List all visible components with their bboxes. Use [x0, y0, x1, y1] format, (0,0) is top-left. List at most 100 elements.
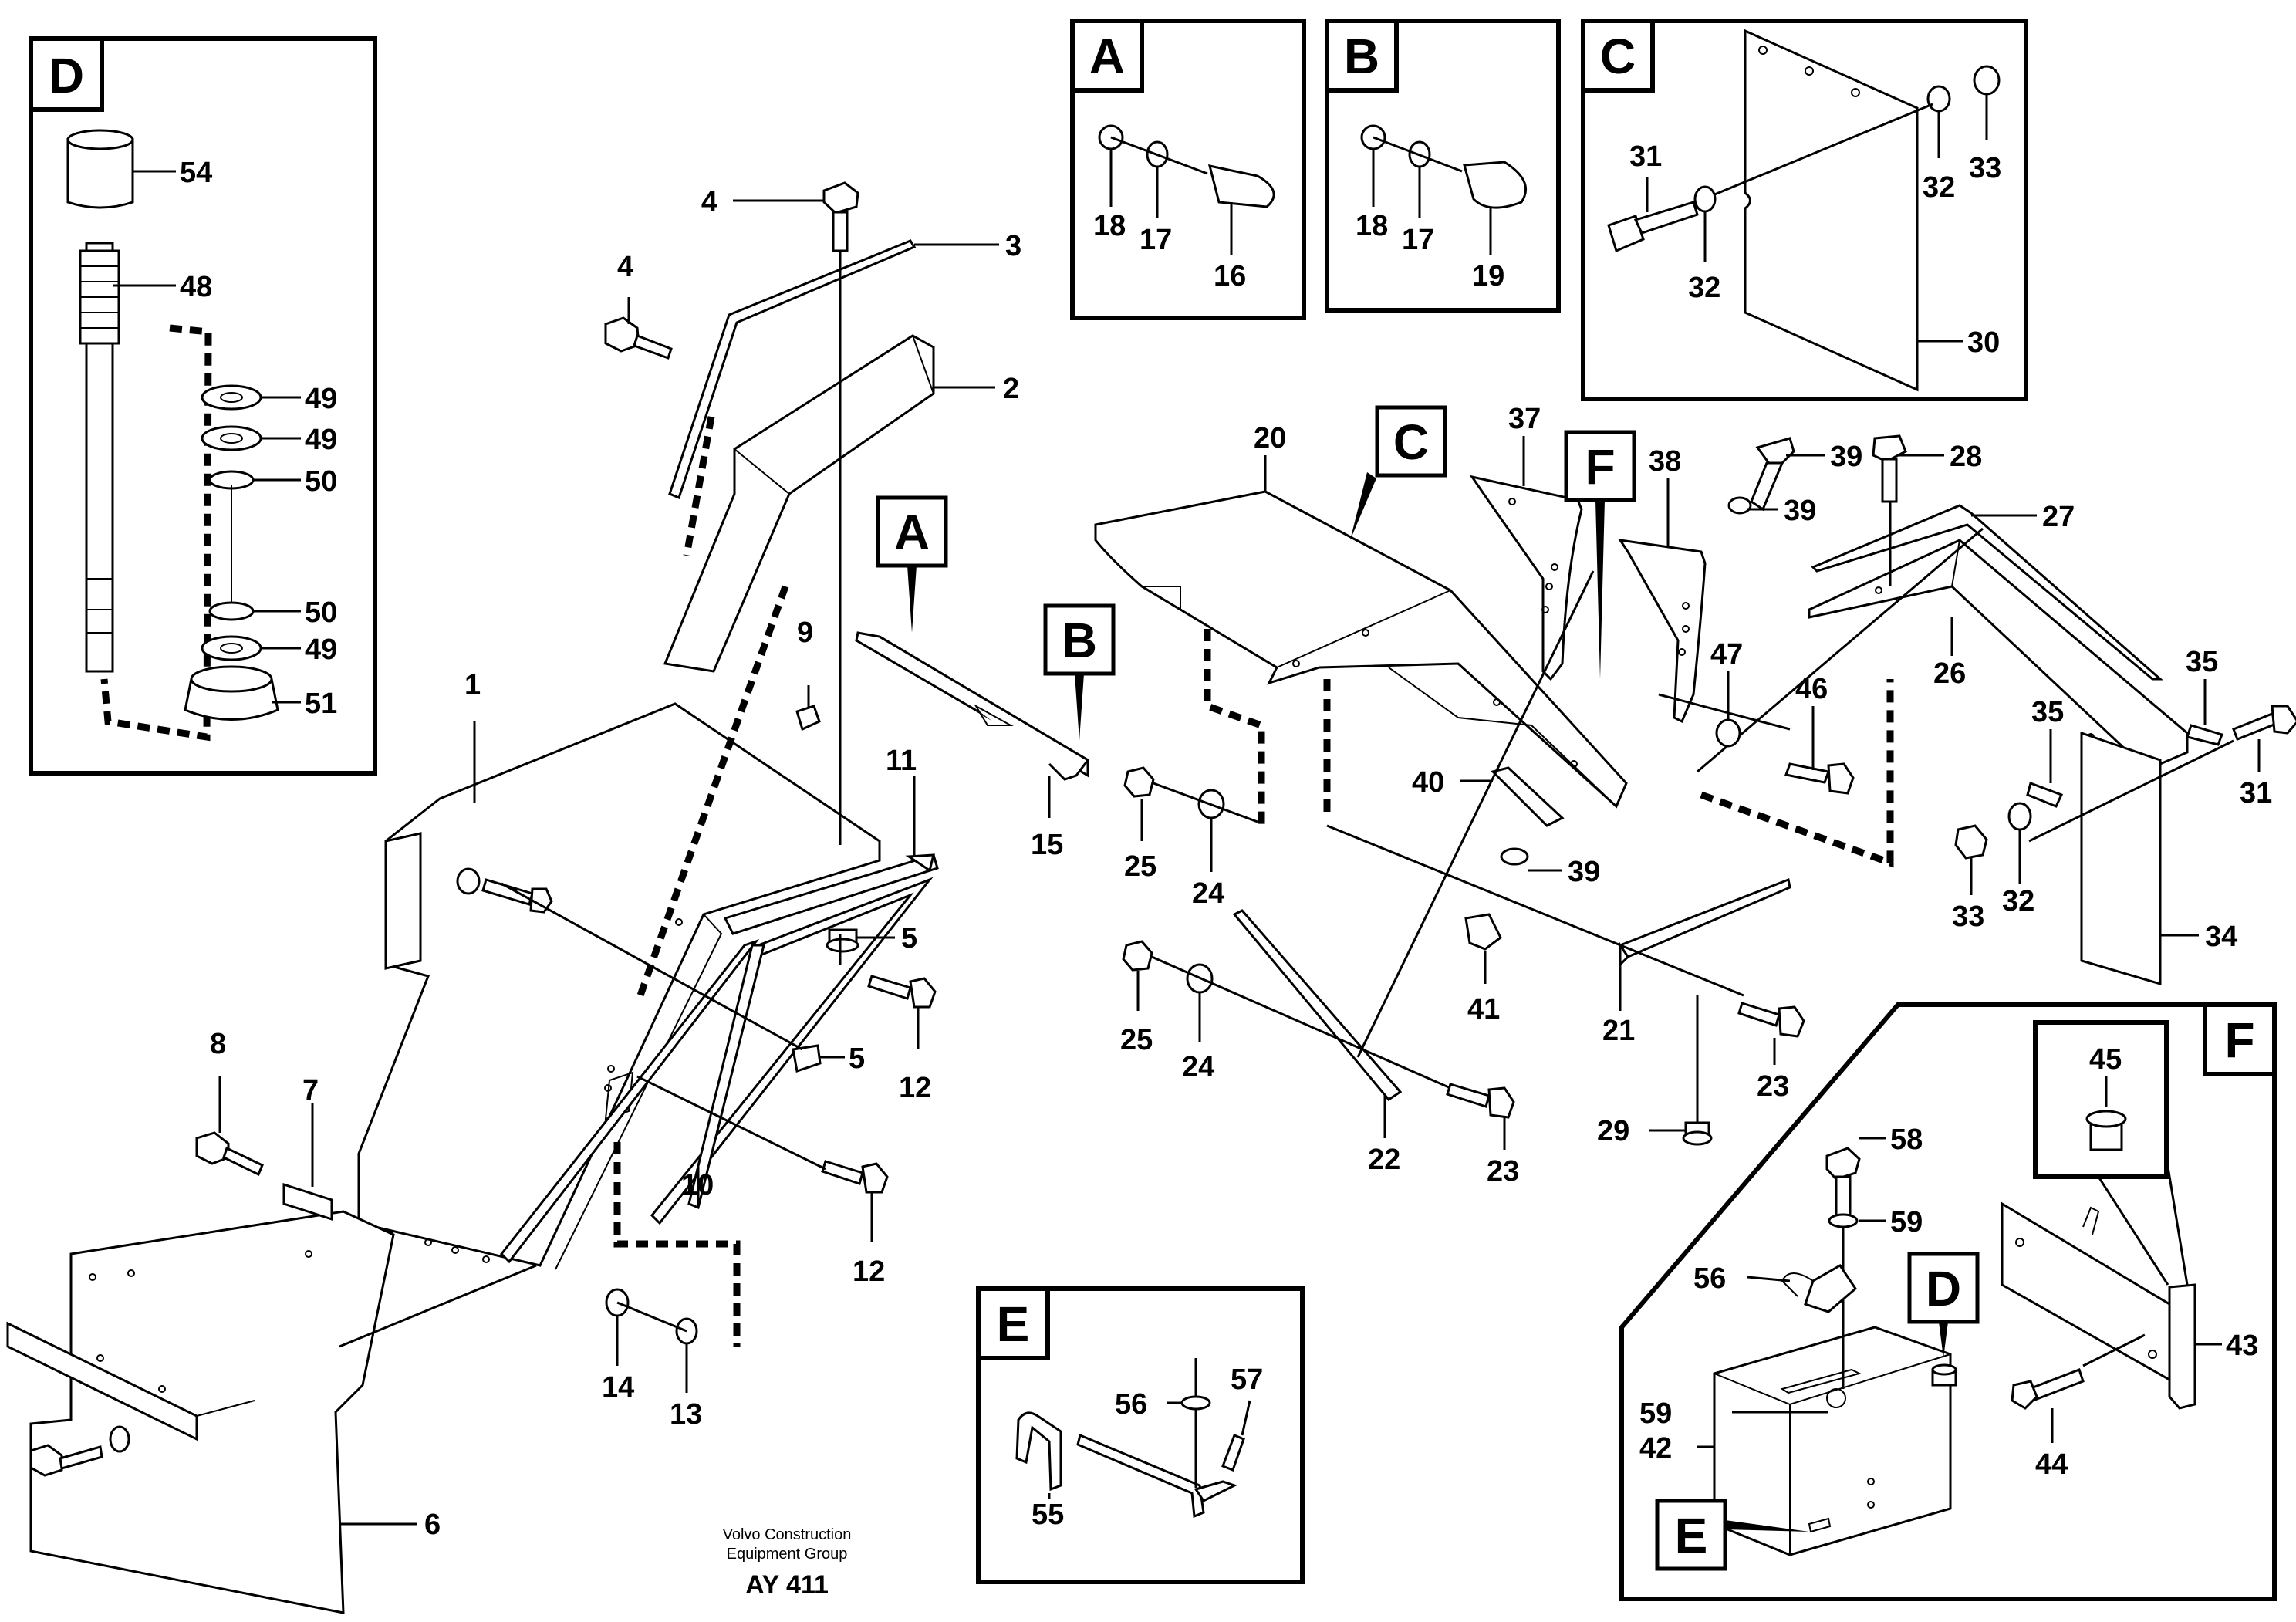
label-31b: 31	[2240, 777, 2272, 809]
footer-line-1: Volvo Construction	[723, 1526, 852, 1543]
label-5a: 5	[901, 922, 917, 955]
label-35b: 35	[2031, 696, 2064, 728]
label-14: 14	[602, 1371, 634, 1404]
label-24b: 24	[1182, 1051, 1214, 1083]
label-9: 9	[797, 617, 813, 649]
box-letter-c: C	[1600, 29, 1636, 84]
box-letter-f: F	[2224, 1012, 2254, 1068]
label-49a: 49	[305, 383, 337, 415]
label-28: 28	[1950, 441, 1982, 473]
label-48: 48	[180, 271, 212, 303]
label-25b: 25	[1120, 1024, 1153, 1056]
label-6: 6	[424, 1509, 441, 1541]
label-52: 54	[180, 157, 212, 189]
label-39b: 39	[1568, 856, 1600, 888]
label-15: 15	[1031, 829, 1063, 861]
label-11: 11	[886, 745, 917, 777]
label-47: 45	[2089, 1043, 2122, 1076]
label-32b: 32	[1923, 171, 1955, 204]
label-5b: 5	[849, 1042, 865, 1075]
label-53: 55	[1032, 1499, 1064, 1531]
label-54: 56	[1115, 1388, 1147, 1421]
detail-box-d: D	[29, 36, 377, 776]
label-33b: 33	[1952, 901, 1984, 933]
callout-letter-c: C	[1393, 414, 1429, 470]
label-23a: 23	[1487, 1155, 1519, 1188]
callout-letter-f: F	[1585, 439, 1615, 495]
label-7: 7	[302, 1074, 319, 1107]
detail-box-a: A 18 17 16	[1070, 19, 1306, 320]
label-3: 3	[1005, 230, 1021, 262]
label-58: 59	[1890, 1206, 1923, 1238]
label-18b: 18	[1356, 210, 1388, 242]
label-10: 10	[681, 1169, 714, 1201]
label-55: 57	[1231, 1363, 1263, 1396]
label-17a: 17	[1140, 224, 1172, 256]
detail-box-b: B 18 17 19	[1325, 19, 1561, 313]
label-19: 19	[1472, 260, 1504, 292]
detail-box-f: F 45 43 44	[1619, 1002, 2277, 1601]
label-32a: 32	[1688, 272, 1720, 304]
label-44: 47	[1710, 638, 1743, 671]
label-42: 42	[1639, 1432, 1672, 1465]
cap-part	[66, 129, 134, 209]
washers-part	[184, 384, 279, 721]
label-8: 8	[210, 1028, 226, 1060]
label-26: 26	[1933, 657, 1966, 690]
box-letter-a: A	[1089, 29, 1125, 84]
label-46: 44	[2035, 1448, 2068, 1481]
label-27: 27	[2042, 501, 2075, 533]
right-fender-assembly: C F 20 37 38 39	[1094, 403, 2296, 1188]
label-4b: 4	[617, 251, 633, 283]
label-35a: 35	[2186, 646, 2218, 678]
label-30: 30	[1967, 326, 2000, 359]
label-16: 16	[1214, 260, 1246, 292]
threaded-rod-part	[79, 242, 120, 673]
label-36: 37	[1508, 403, 1541, 435]
callout-letter-b: B	[1062, 613, 1097, 668]
label-59: 59	[1639, 1397, 1672, 1430]
label-24a: 24	[1192, 877, 1224, 910]
label-2: 2	[1003, 373, 1019, 405]
label-13: 13	[670, 1398, 702, 1431]
label-18a: 18	[1093, 210, 1126, 242]
label-12a: 12	[899, 1072, 931, 1104]
label-51: 51	[305, 688, 337, 720]
box-letter-d: D	[49, 48, 84, 103]
label-23b: 23	[1757, 1070, 1789, 1103]
label-22: 22	[1368, 1144, 1400, 1176]
callout-letter-e: E	[1675, 1508, 1708, 1563]
label-57: 58	[1890, 1124, 1923, 1156]
label-39a: 39	[1784, 495, 1816, 527]
label-50b: 50	[305, 596, 337, 629]
label-41: 41	[1467, 993, 1500, 1026]
callout-letter-a: A	[894, 505, 930, 560]
label-43: 46	[1795, 673, 1828, 705]
box-letter-e: E	[997, 1296, 1030, 1352]
box-letter-b: B	[1344, 29, 1379, 84]
label-34: 34	[2205, 921, 2237, 953]
footer-line-2: Equipment Group	[727, 1546, 848, 1563]
label-37: 38	[1649, 445, 1681, 478]
label-17b: 17	[1402, 224, 1434, 256]
label-56: 56	[1693, 1262, 1726, 1295]
label-1: 1	[464, 669, 481, 701]
label-49b: 49	[305, 424, 337, 456]
label-20: 20	[1254, 422, 1286, 454]
footer-credit: Volvo Construction Equipment Group AY 41…	[723, 1526, 852, 1600]
detail-box-e: E 56 57 55	[976, 1286, 1305, 1584]
label-50a: 50	[305, 465, 337, 498]
label-45: 43	[2226, 1330, 2258, 1362]
label-40: 40	[1412, 766, 1444, 799]
bolt-parts	[29, 181, 937, 1477]
label-4a: 4	[701, 186, 718, 218]
label-25a: 25	[1124, 850, 1156, 883]
label-29: 29	[1597, 1115, 1629, 1147]
left-fender-assembly: 4 4 3 2 1 9 11 5 5 12 12 10 8 7 14 13 6	[6, 181, 1021, 1614]
callout-a-b-group: A B 15	[855, 495, 1116, 861]
drawing-code: AY 411	[745, 1570, 829, 1600]
label-32c: 32	[2002, 885, 2034, 917]
label-33a: 33	[1969, 152, 2001, 184]
callout-letter-d: D	[1926, 1261, 1961, 1316]
